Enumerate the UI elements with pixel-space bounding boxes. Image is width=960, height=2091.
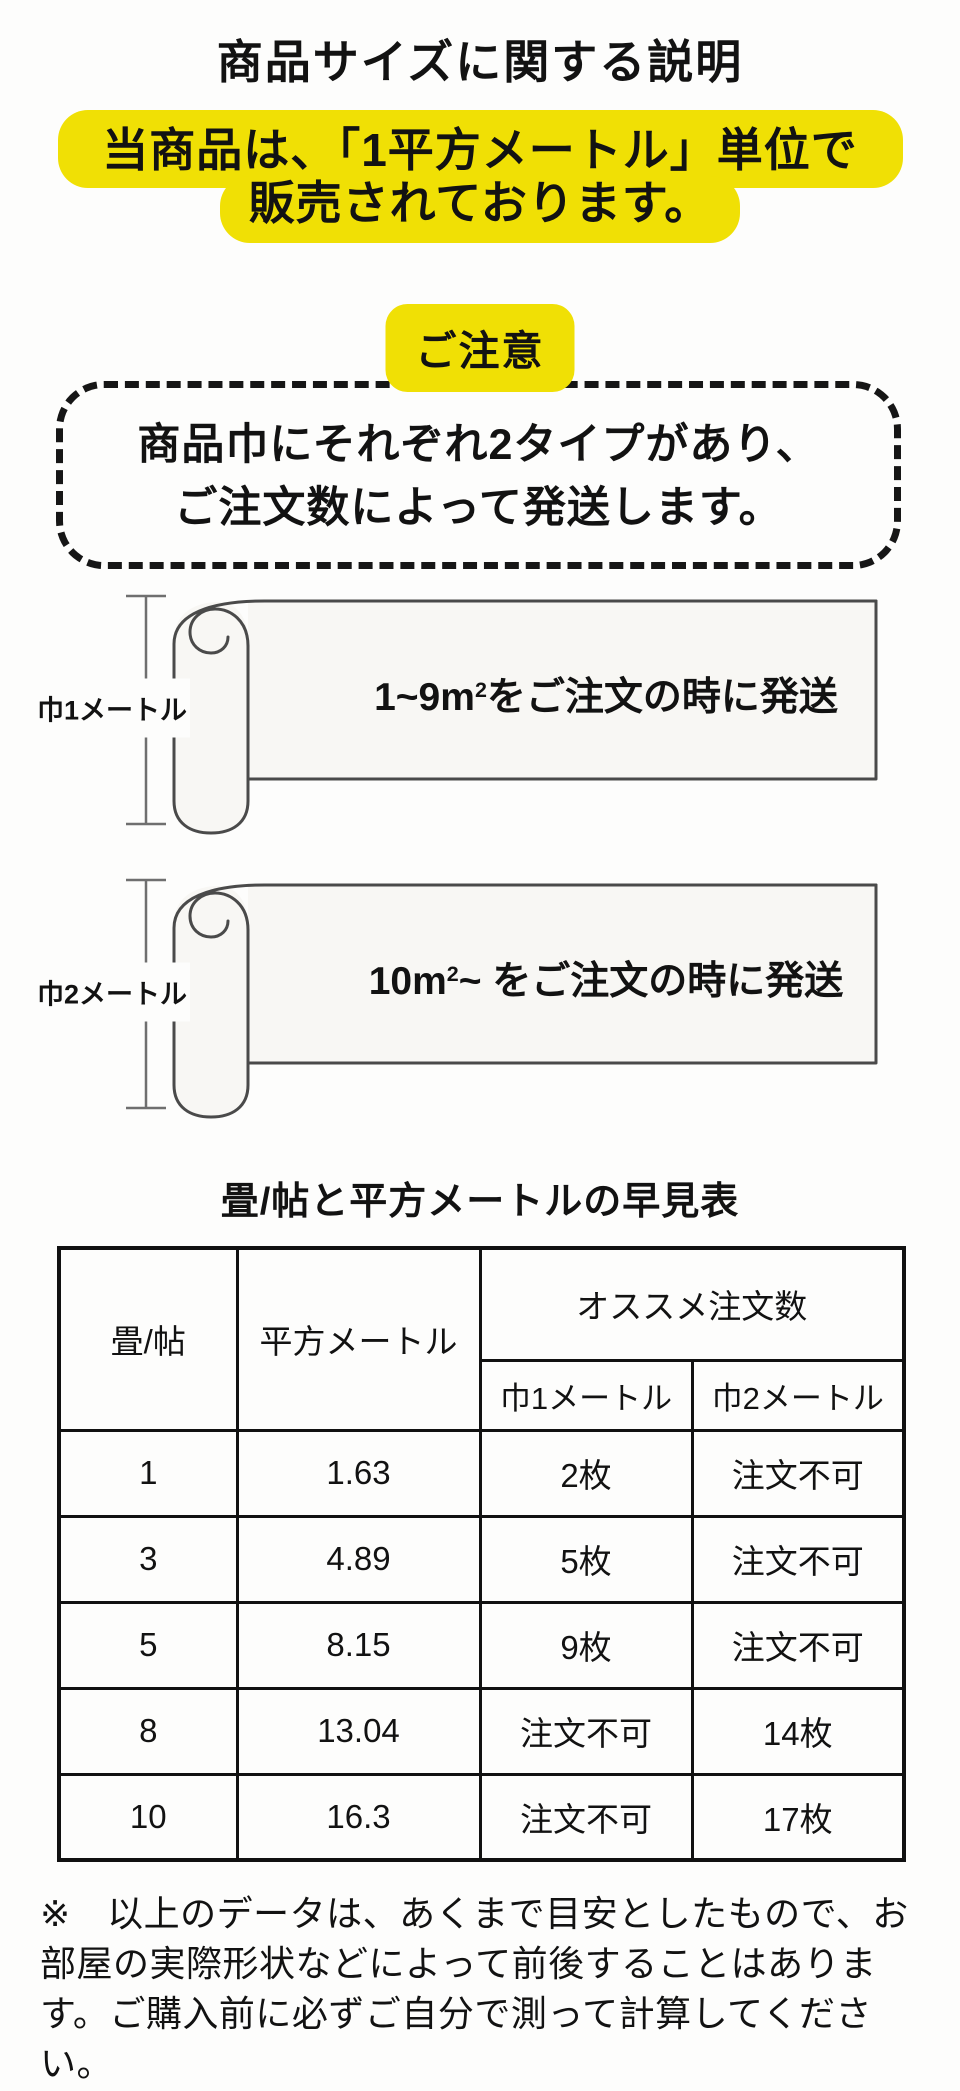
notice-line-2: ご注文数によって発送します。 xyxy=(174,484,783,533)
roll-note-sup: 2 xyxy=(474,677,487,702)
table-cell: 4.89 xyxy=(235,1514,482,1604)
table-title: 畳/帖と平方メートルの早見表 xyxy=(220,1181,740,1223)
roll-figure-width2m: 巾2メートル 10m2~ をご注文の時に発送 xyxy=(0,864,960,1120)
table-row: 1 1.63 2枚 注文不可 xyxy=(57,1428,906,1518)
notice-line-1: 商品巾にそれぞれ2タイプがあり、 xyxy=(137,421,820,469)
table-row: 3 4.89 5枚 注文不可 xyxy=(57,1514,906,1604)
table-row: 10 16.3 注文不可 17枚 xyxy=(57,1772,906,1862)
roll-note-suffix: ~ をご注文の時に発送 xyxy=(458,960,844,1003)
sales-unit-highlight: 当商品は、「1平方メートル」単位で 販売されております。 xyxy=(0,110,960,243)
table-cell: 1.63 xyxy=(235,1428,482,1518)
table-cell: 注文不可 xyxy=(478,1686,694,1776)
table-cell: 注文不可 xyxy=(690,1428,906,1518)
roll-width-label: 巾2メートル xyxy=(34,962,191,1022)
roll-note-sup: 2 xyxy=(446,961,459,986)
roll-figure-width1m: 巾1メートル 1~9m2をご注文の時に発送 xyxy=(0,580,960,836)
table-cell: 16.3 xyxy=(235,1772,482,1862)
table-cell: 5 xyxy=(57,1600,239,1690)
table-cell: 10 xyxy=(57,1772,239,1862)
roll-note-range: 10m xyxy=(368,960,447,1003)
table-cell: 13.04 xyxy=(235,1686,482,1776)
roll-shipping-note: 1~9m2をご注文の時に発送 xyxy=(330,666,882,722)
table-header-sqm: 平方メートル xyxy=(235,1246,482,1432)
table-subheader-width2m: 巾2メートル xyxy=(690,1358,906,1432)
table-cell: 14枚 xyxy=(690,1686,906,1776)
size-table: 畳/帖 平方メートル オススメ注文数 巾1メートル 巾2メートル 1 1.63 … xyxy=(57,1246,906,1862)
page-title: 商品サイズに関する説明 xyxy=(216,36,744,88)
highlight-line-2: 販売されております。 xyxy=(220,176,740,243)
table-cell: 注文不可 xyxy=(478,1772,694,1862)
roll-shipping-note: 10m2~ をご注文の時に発送 xyxy=(330,950,882,1006)
roll-note-suffix: をご注文の時に発送 xyxy=(486,676,838,719)
table-header-tatami: 畳/帖 xyxy=(57,1246,239,1432)
table-cell: 1 xyxy=(57,1428,239,1518)
fabric-roll-icon xyxy=(172,883,878,1119)
table-cell: 8.15 xyxy=(235,1600,482,1690)
roll-note-range: 1~9m xyxy=(374,676,475,719)
table-cell: 3 xyxy=(57,1514,239,1604)
table-cell: 注文不可 xyxy=(690,1600,906,1690)
highlight-line-1: 当商品は、「1平方メートル」単位で xyxy=(57,110,903,188)
table-row: 5 8.15 9枚 注文不可 xyxy=(57,1600,906,1690)
table-subheader-width1m: 巾1メートル xyxy=(478,1358,694,1432)
table-cell: 5枚 xyxy=(478,1514,694,1604)
notice-badge: ご注意 xyxy=(385,304,575,392)
footnote-disclaimer: ※ 以上のデータは、あくまで目安としたもので、お部屋の実際形状などによって前後す… xyxy=(40,1893,909,2085)
table-cell: 9枚 xyxy=(478,1600,694,1690)
notice-dashed-box: 商品巾にそれぞれ2タイプがあり、 ご注文数によって発送します。 xyxy=(56,381,901,569)
table-header-recommended-qty: オススメ注文数 xyxy=(478,1246,906,1362)
table-cell: 2枚 xyxy=(478,1428,694,1518)
table-cell: 注文不可 xyxy=(690,1514,906,1604)
table-cell: 17枚 xyxy=(690,1772,906,1862)
fabric-roll-icon xyxy=(172,599,878,835)
roll-width-label: 巾1メートル xyxy=(34,678,191,738)
table-row: 8 13.04 注文不可 14枚 xyxy=(57,1686,906,1776)
table-cell: 8 xyxy=(57,1686,239,1776)
